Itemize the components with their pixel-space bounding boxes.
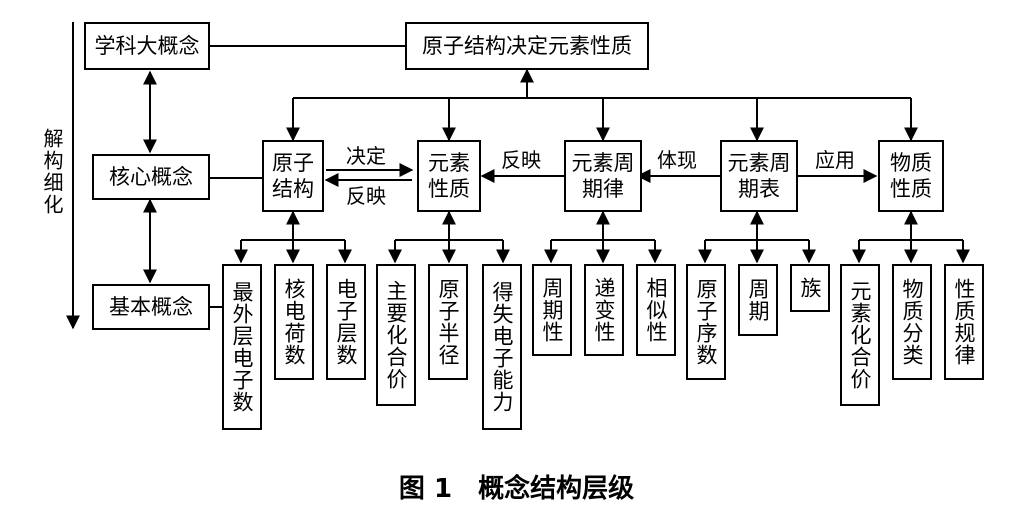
basic-node: 原子半径: [428, 264, 468, 380]
basic-node: 物质分类: [892, 264, 932, 380]
core-concept-box: 核心概念: [92, 154, 210, 200]
basic-node: 递变性: [584, 264, 624, 356]
basic-node: 原子序数: [686, 264, 726, 380]
core-node-substance-properties: 物质性质: [878, 140, 944, 212]
core-node-element-properties: 元素性质: [417, 140, 481, 212]
relation-reflect: 反映: [501, 148, 541, 172]
big-concept-box: 学科大概念: [84, 22, 210, 70]
basic-node: 电子层数: [326, 264, 366, 380]
core-node-periodic-table: 元素周期表: [720, 140, 798, 212]
basic-node: 最外层电子数: [222, 264, 262, 430]
basic-node: 周期: [738, 264, 778, 336]
relation-reflect-back: 反映: [346, 184, 386, 208]
basic-node: 相似性: [636, 264, 676, 356]
relation-decide: 决定: [346, 144, 386, 168]
relation-embody: 体现: [657, 148, 697, 172]
basic-node: 性质规律: [944, 264, 984, 380]
basic-node: 核电荷数: [274, 264, 314, 380]
basic-concept-box: 基本概念: [92, 284, 210, 330]
relation-apply: 应用: [815, 148, 855, 172]
basic-node: 周期性: [532, 264, 572, 356]
root-box: 原子结构决定元素性质: [405, 22, 649, 70]
basic-node: 元素化合价: [840, 264, 880, 406]
basic-node: 族: [790, 264, 830, 312]
core-node-atomic-structure: 原子结构: [262, 140, 324, 212]
deconstruct-label: 解构细化: [40, 128, 64, 216]
figure-caption: 图 1 概念结构层级: [398, 474, 635, 504]
core-node-periodic-law: 元素周期律: [564, 140, 642, 212]
basic-node: 主要化合价: [376, 264, 416, 406]
basic-node: 得失电子能力: [482, 264, 522, 430]
